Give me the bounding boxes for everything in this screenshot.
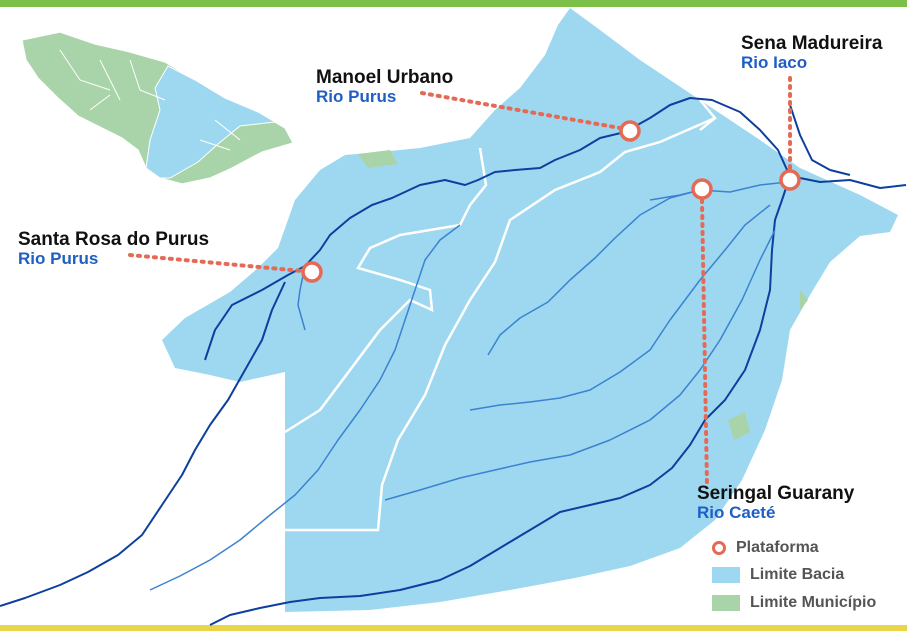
municipality-patch <box>728 412 750 440</box>
label-sena-madureira: Sena Madureira Rio Iaco <box>741 34 883 72</box>
municipality-patch <box>800 290 808 310</box>
platform-markers <box>301 120 801 283</box>
internal-boundaries <box>284 99 718 532</box>
platform-marker-santa-rosa[interactable] <box>301 261 323 283</box>
main-rivers <box>0 97 907 626</box>
river-name: Rio Purus <box>316 86 397 106</box>
basin-area <box>162 8 898 612</box>
river-name: Rio Caeté <box>697 502 776 522</box>
inset-state-outline <box>21 31 294 185</box>
label-manoel-urbano: Manoel Urbano Rio Purus <box>316 68 453 106</box>
legend-label: Plataforma <box>736 539 819 556</box>
bottom-border-bar <box>0 625 907 631</box>
platform-marker-seringal-guarany[interactable] <box>691 178 713 200</box>
inset-municipal-lines <box>59 49 241 151</box>
city-name: Santa Rosa do Purus <box>18 229 210 250</box>
inset-locator-map <box>21 31 294 185</box>
inset-basin-area <box>145 65 277 179</box>
label-santa-rosa: Santa Rosa do Purus Rio Purus <box>18 230 209 268</box>
legend-item-municipality: Limite Município <box>712 594 876 612</box>
city-name: Manoel Urbano <box>316 67 454 88</box>
connector-seringal-guarany <box>700 198 709 488</box>
legend-item-basin: Limite Bacia <box>712 566 844 584</box>
city-name: Sena Madureira <box>741 33 883 54</box>
municipality-patch <box>358 150 398 168</box>
top-border-bar <box>0 0 907 7</box>
platform-connectors <box>128 76 792 488</box>
connector-santa-rosa <box>128 253 304 273</box>
legend-label: Limite Bacia <box>750 566 845 583</box>
connector-manoel-urbano <box>420 91 622 130</box>
city-name: Seringal Guarany <box>697 483 855 504</box>
platform-marker-manoel-urbano[interactable] <box>619 120 641 142</box>
basin-swatch <box>712 567 740 583</box>
legend-item-platform: Plataforma <box>712 539 819 557</box>
river-name: Rio Iaco <box>741 52 808 72</box>
platform-marker-sena-madureira[interactable] <box>779 169 801 191</box>
river-name: Rio Purus <box>18 248 99 268</box>
legend-label: Limite Município <box>750 594 877 611</box>
label-seringal-guarany: Seringal Guarany Rio Caeté <box>697 484 854 522</box>
municipality-swatch <box>712 595 740 611</box>
ring-icon <box>712 541 726 555</box>
